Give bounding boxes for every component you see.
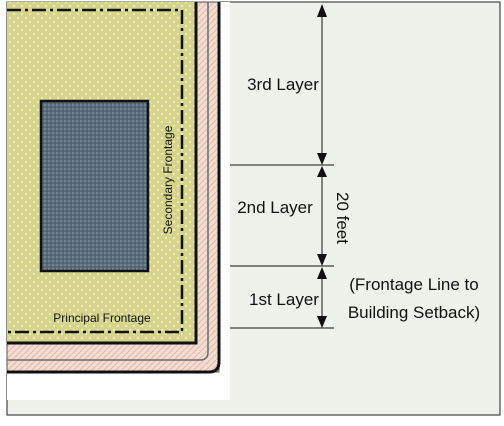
arrow-up-icon — [317, 4, 327, 17]
arrow-up-icon — [317, 267, 327, 279]
frontage-line-outer — [7, 2, 221, 374]
arrow-down-icon — [317, 153, 327, 165]
first-layer-label: 1st Layer — [249, 290, 319, 309]
curb-line — [7, 2, 209, 361]
lot-frontage-line — [7, 2, 198, 345]
note-line-1: (Frontage Line to — [349, 275, 478, 294]
arrow-up-icon — [317, 166, 327, 177]
secondary-frontage-label: Secondary Frontage — [161, 125, 175, 234]
second-layer-label: 2nd Layer — [237, 198, 313, 217]
dimension-label: 20 feet — [333, 192, 352, 244]
building — [39, 99, 150, 273]
principal-frontage-label: Principal Frontage — [53, 311, 151, 325]
arrow-down-icon — [317, 316, 327, 328]
arrow-down-icon — [317, 254, 327, 266]
setback-line — [7, 8, 184, 334]
third-layer-label: 3rd Layer — [247, 75, 319, 94]
note-line-2: Building Setback) — [348, 303, 480, 322]
